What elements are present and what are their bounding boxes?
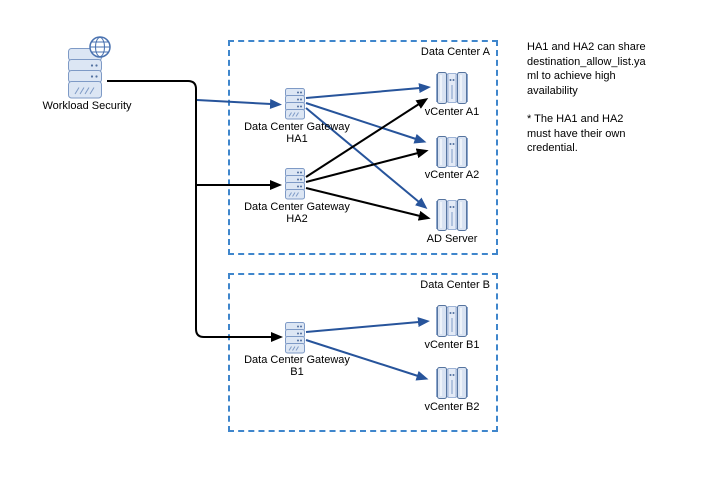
link-ha1-to-vcenter-a2 (305, 102, 427, 144)
vcenter-b1-label: vCenter B1 (424, 339, 480, 351)
annotation: HA1 and HA2 can share destination_allow_… (527, 40, 699, 156)
link-b1-to-vcenter-b1 (305, 317, 430, 333)
link-ha2-to-vcenter-a1 (305, 98, 429, 178)
link-workload-to-gateway-b1 (107, 80, 283, 342)
ad-server-icon (436, 199, 468, 231)
gateway-ha1-label-line1: Data Center Gateway (244, 121, 350, 133)
annotation-line: destination_allow_list.ya (527, 55, 646, 68)
vcenter-a1-icon (436, 72, 468, 104)
link-ha1-to-vcenter-a1 (305, 83, 431, 99)
gateway-b1-label-line1: Data Center Gateway (244, 354, 350, 366)
globe-icon (89, 36, 111, 58)
gateway-ha1-icon (285, 88, 305, 120)
link-b1-to-vcenter-b2 (305, 339, 429, 381)
annotation-line: credential. (527, 142, 578, 154)
gateway-b1-label-line2: B1 (290, 366, 304, 378)
annotation-line: * The HA1 and HA2 (527, 113, 624, 125)
gateway-b1-label: Data Center Gateway B1 (228, 354, 366, 378)
vcenter-a2-icon (436, 136, 468, 168)
vcenter-a2-label: vCenter A2 (424, 169, 480, 181)
gateway-ha2-label-line1: Data Center Gateway (244, 201, 350, 213)
link-workload-to-gateway-ha1 (196, 98, 282, 109)
vcenter-b1-icon (436, 305, 468, 337)
ad-server-label: AD Server (426, 233, 478, 245)
annotation-line: HA1 and HA2 can share (527, 41, 646, 53)
vcenter-a1-label: vCenter A1 (424, 106, 480, 118)
gateway-ha1-label: Data Center Gateway HA1 (228, 121, 366, 145)
link-ha2-to-vcenter-a2 (305, 148, 429, 183)
data-center-b-box: Data Center B (228, 273, 498, 432)
annotation-line: availability (527, 84, 578, 97)
gateway-ha2-label: Data Center Gateway HA2 (228, 201, 366, 225)
gateway-ha2-label-line2: HA2 (286, 213, 308, 225)
annotation-paragraph-gap (527, 98, 699, 112)
gateway-ha1-label-line2: HA1 (286, 133, 308, 145)
link-ha2-to-ad-server (305, 187, 431, 221)
data-center-b-title: Data Center B (420, 279, 490, 291)
data-center-a-box: Data Center A (228, 40, 498, 255)
vcenter-b2-icon (436, 367, 468, 399)
link-ha1-to-ad-server (305, 107, 428, 210)
workload-security-icon (68, 36, 111, 99)
vcenter-b2-label: vCenter B2 (424, 401, 480, 413)
annotation-line: must have their own (527, 127, 626, 140)
gateway-ha2-icon (285, 168, 305, 200)
data-center-a-title: Data Center A (420, 46, 490, 58)
annotation-line: ml to achieve high (527, 70, 616, 82)
gateway-b1-icon (285, 322, 305, 354)
workload-security-label: Workload Security (42, 100, 132, 112)
